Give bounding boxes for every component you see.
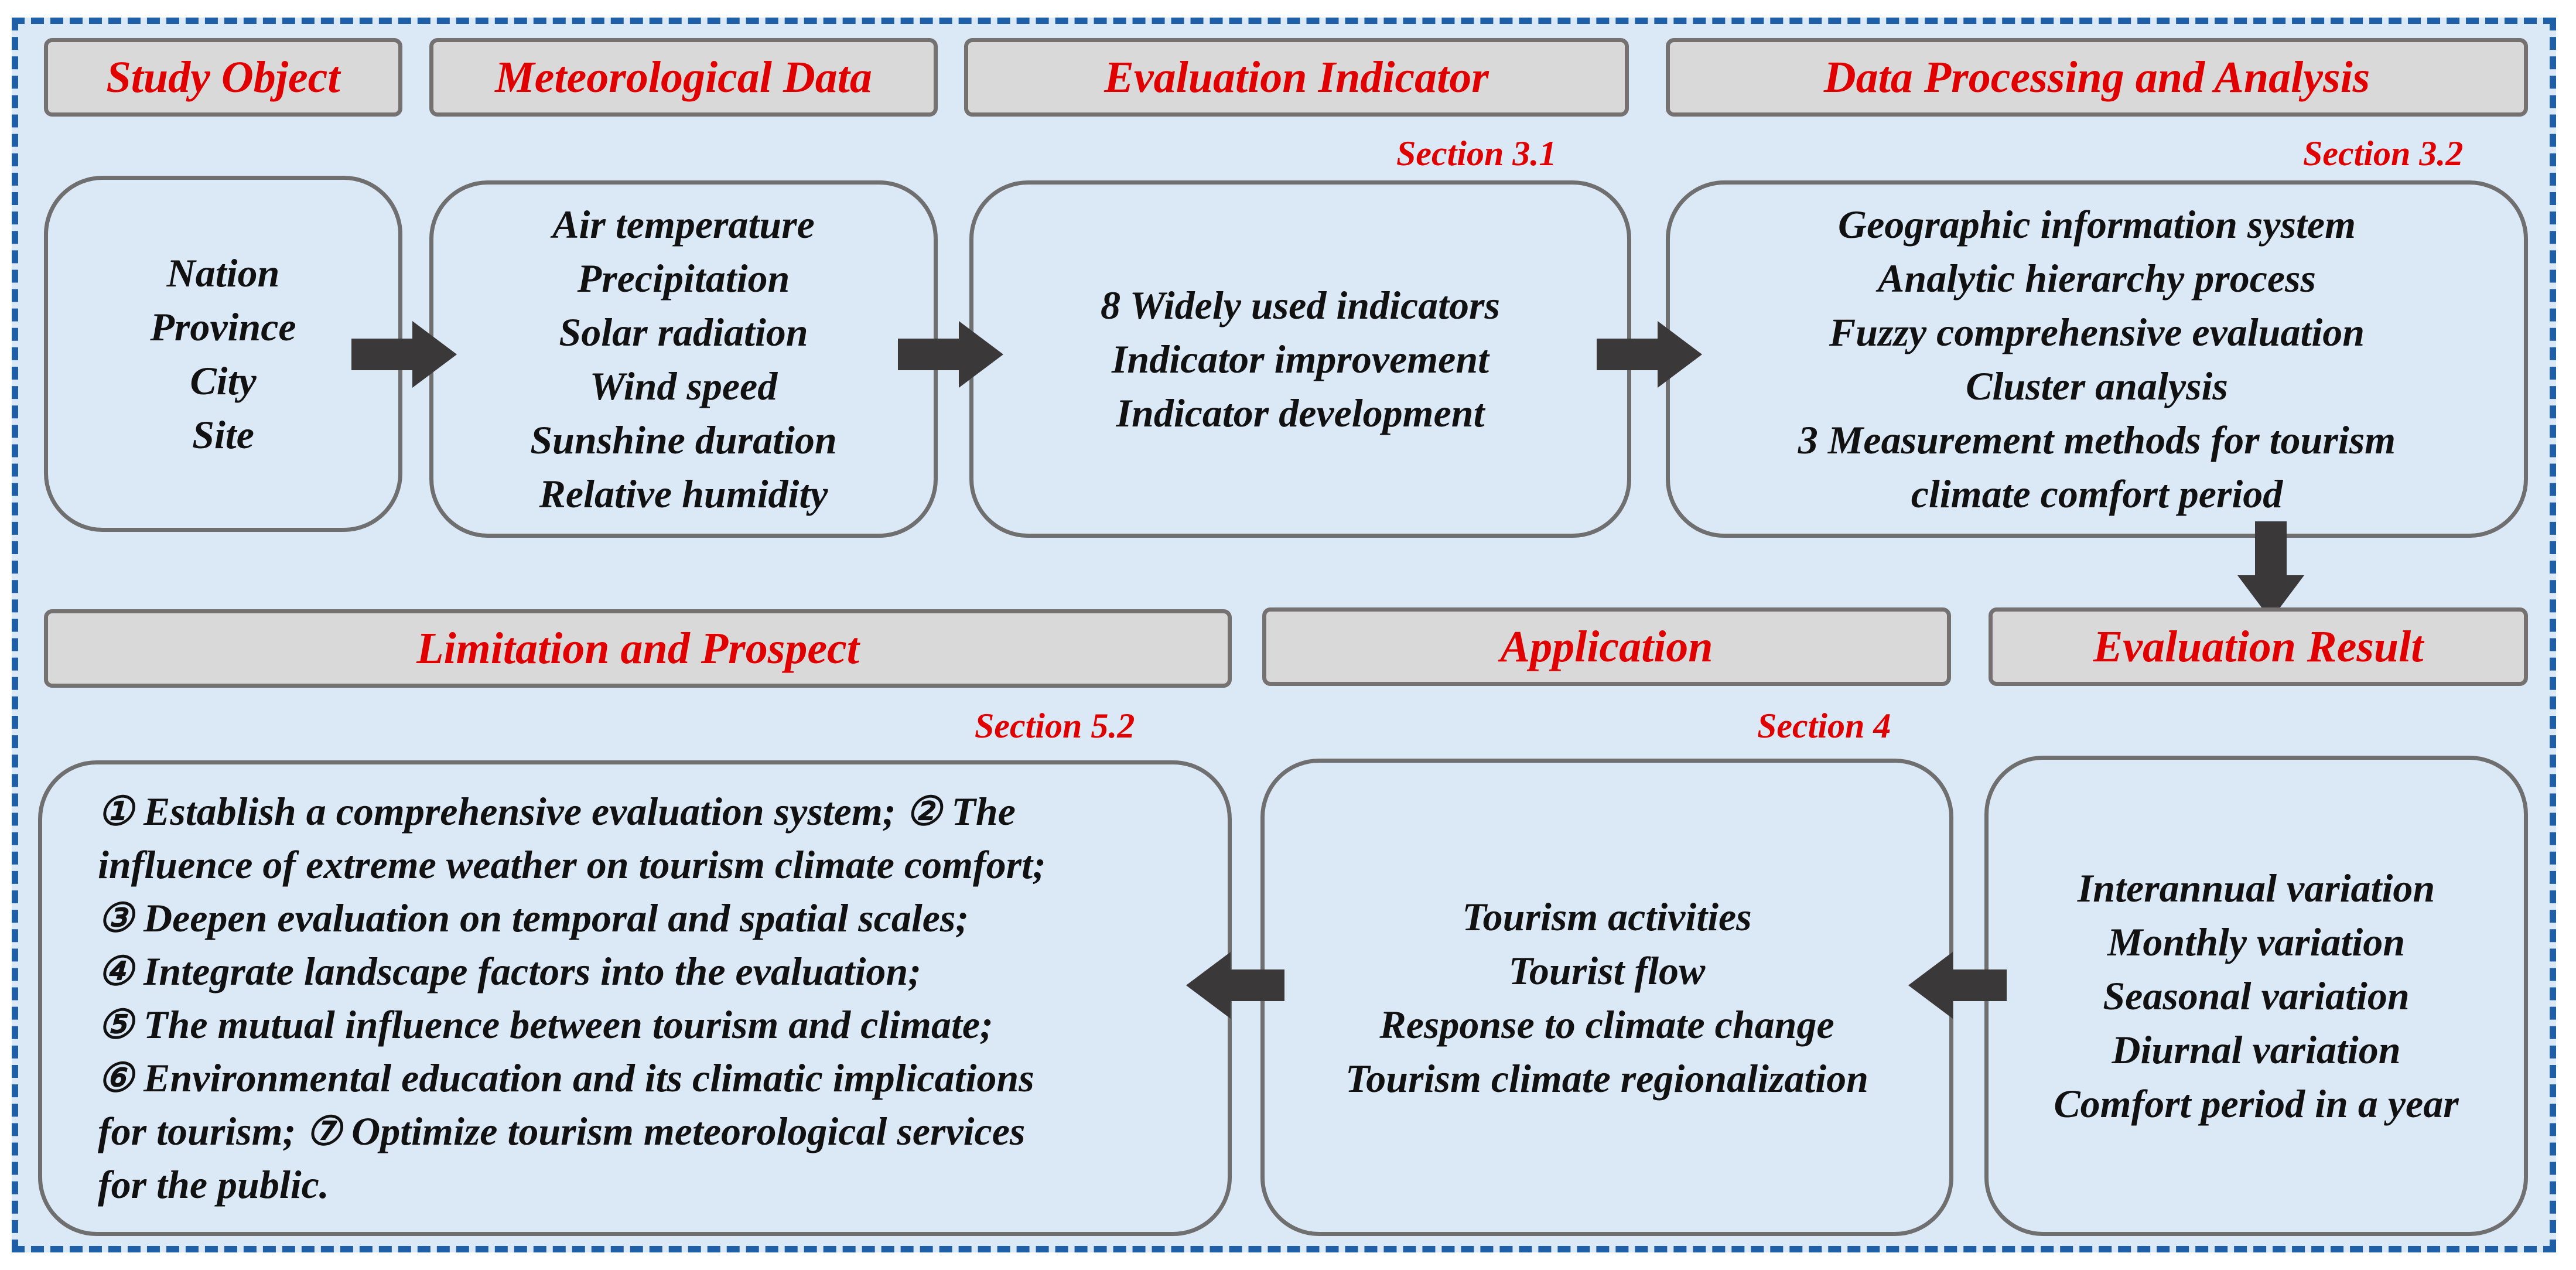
header-limitation-label: Limitation and Prospect <box>416 623 859 673</box>
application-item: Response to climate change <box>1379 1002 1834 1047</box>
processing-item: Geographic information system <box>1837 202 2356 247</box>
application-item: Tourist flow <box>1508 948 1706 993</box>
result-item: Diurnal variation <box>2112 1027 2401 1072</box>
limitation-line: ① Establish a comprehensive evaluation s… <box>98 789 1016 834</box>
section-3-1-label: Section 3.1 <box>1396 134 1557 173</box>
meteorological-item: Precipitation <box>577 256 790 301</box>
header-evaluation-indicator-label: Evaluation Indicator <box>1104 52 1489 102</box>
header-evaluation-result: Evaluation Result <box>1989 607 2528 686</box>
limitation-line: ④ Integrate landscape factors into the e… <box>98 949 921 994</box>
evaluation-indicator-box: 8 Widely used indicators Indicator impro… <box>969 180 1631 538</box>
arrow-down-icon <box>2237 521 2304 620</box>
header-meteorological-data-label: Meteorological Data <box>495 52 872 102</box>
processing-item: Fuzzy comprehensive evaluation <box>1829 310 2365 354</box>
study-object-item: Nation <box>166 251 280 295</box>
header-application: Application <box>1262 607 1951 686</box>
arrow-left-icon <box>1908 952 2007 1019</box>
meteorological-item: Relative humidity <box>539 472 828 516</box>
result-item: Monthly variation <box>2107 920 2406 964</box>
limitation-line: ③ Deepen evaluation on temporal and spat… <box>98 896 969 940</box>
header-limitation: Limitation and Prospect <box>44 609 1232 688</box>
header-data-processing-label: Data Processing and Analysis <box>1823 52 2370 102</box>
limitation-line: ⑤ The mutual influence between tourism a… <box>98 1002 993 1047</box>
section-5-2-label: Section 5.2 <box>975 706 1135 745</box>
header-evaluation-indicator: Evaluation Indicator <box>964 38 1629 117</box>
header-evaluation-result-label: Evaluation Result <box>2093 622 2424 671</box>
processing-item: Analytic hierarchy process <box>1878 256 2316 301</box>
arrow-right-icon <box>898 321 1003 388</box>
indicator-item: Indicator development <box>1116 391 1485 435</box>
indicator-item: Indicator improvement <box>1111 337 1489 381</box>
meteorological-item: Air temperature <box>552 202 815 247</box>
data-processing-box: Geographic information system Analytic h… <box>1666 180 2528 538</box>
header-application-label: Application <box>1500 622 1713 671</box>
indicator-item: 8 Widely used indicators <box>1101 283 1500 327</box>
arrow-left-icon <box>1186 952 1284 1019</box>
study-object-item: City <box>190 359 257 403</box>
limitation-line: ⑥ Environmental education and its climat… <box>98 1056 1034 1100</box>
result-item: Interannual variation <box>2077 866 2435 910</box>
meteorological-item: Sunshine duration <box>530 418 837 462</box>
header-study-object: Study Object <box>44 38 402 117</box>
limitation-line: influence of extreme weather on tourism … <box>98 842 1046 887</box>
application-item: Tourism climate regionalization <box>1345 1056 1868 1101</box>
arrow-right-icon <box>1597 321 1702 388</box>
limitation-line: for the public. <box>98 1162 329 1207</box>
header-study-object-label: Study Object <box>106 52 340 102</box>
section-4-label: Section 4 <box>1757 706 1891 745</box>
study-object-item: Province <box>150 305 296 349</box>
meteorological-item: Wind speed <box>589 364 778 408</box>
section-3-2-label: Section 3.2 <box>2303 134 2464 173</box>
meteorological-item: Solar radiation <box>559 310 808 354</box>
processing-item: Cluster analysis <box>1966 364 2228 408</box>
evaluation-result-box: Interannual variation Monthly variation … <box>1984 756 2528 1236</box>
header-data-processing: Data Processing and Analysis <box>1666 38 2528 117</box>
study-object-box: Nation Province City Site <box>44 176 402 532</box>
header-meteorological-data: Meteorological Data <box>429 38 938 117</box>
result-item: Seasonal variation <box>2103 974 2410 1018</box>
application-item: Tourism activities <box>1462 894 1752 939</box>
processing-item: 3 Measurement methods for tourism <box>1798 418 2396 462</box>
result-item: Comfort period in a year <box>2054 1081 2459 1126</box>
study-object-item: Site <box>192 412 254 457</box>
processing-item: climate comfort period <box>1911 472 2283 516</box>
meteorological-data-box: Air temperature Precipitation Solar radi… <box>429 180 938 538</box>
application-box: Tourism activities Tourist flow Response… <box>1260 759 1953 1236</box>
limitation-box: ① Establish a comprehensive evaluation s… <box>38 760 1232 1236</box>
arrow-right-icon <box>351 321 457 388</box>
limitation-line: for tourism; ⑦ Optimize tourism meteorol… <box>98 1109 1026 1153</box>
